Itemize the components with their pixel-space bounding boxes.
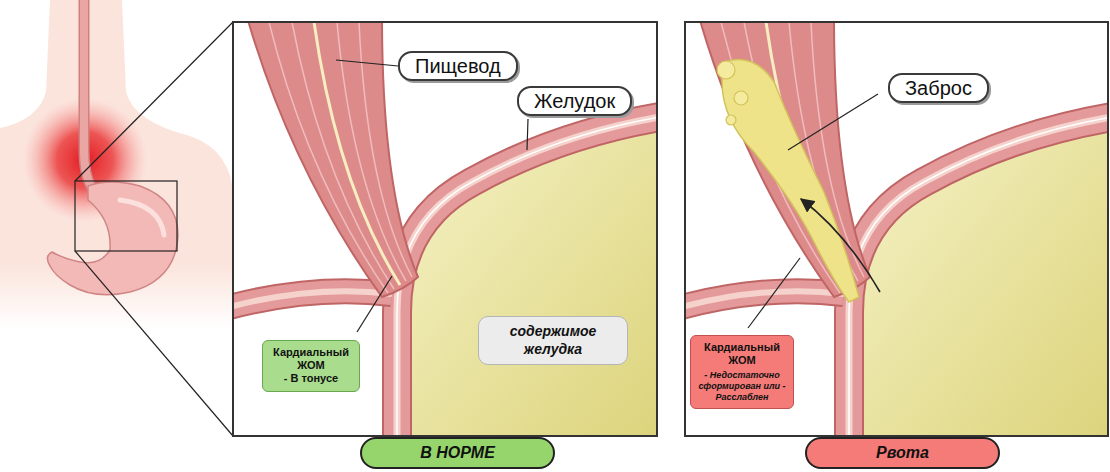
bubble xyxy=(726,115,736,125)
normal-view xyxy=(233,22,657,436)
panel-frame xyxy=(685,22,1108,436)
label-text: Кардиальный ЖОМ xyxy=(695,341,789,367)
part-label: Желудок xyxy=(517,86,632,116)
note-text: - Недостаточно сформирован или - Расслаб… xyxy=(695,370,789,402)
label-text: Рвота xyxy=(817,443,988,463)
label-text: содержимое желудка xyxy=(487,323,619,358)
note-text: - В тонусе xyxy=(267,372,355,385)
panel-caption: В НОРМЕ xyxy=(360,437,555,469)
panel-frame xyxy=(233,22,657,436)
label-text: Заброс xyxy=(905,76,972,100)
leader-line xyxy=(336,60,398,66)
label-text: Желудок xyxy=(534,89,615,113)
junction-anatomy xyxy=(685,22,1108,436)
zoom-line xyxy=(75,251,233,436)
bubble xyxy=(717,61,735,79)
leader-line xyxy=(748,258,800,328)
part-label: Пищевод xyxy=(398,51,518,81)
stomach-highlight xyxy=(120,200,164,235)
leader-line xyxy=(357,276,392,332)
panel-caption: Рвота xyxy=(805,437,1000,469)
zoom-line xyxy=(75,22,233,181)
content-box: содержимое желудка xyxy=(478,316,628,365)
label-text: В НОРМЕ xyxy=(372,443,543,463)
label-text: Пищевод xyxy=(415,54,501,78)
leader-line xyxy=(527,119,528,150)
bubble xyxy=(734,91,748,105)
label-text: Кардиальный ЖОМ xyxy=(267,346,355,372)
stomach-small xyxy=(47,182,178,295)
zoom-frame xyxy=(75,181,177,251)
junction-anatomy xyxy=(233,22,657,436)
reflux-view xyxy=(685,22,1108,436)
status-box: Кардиальный ЖОМ - Недостаточно сформирова… xyxy=(690,335,794,409)
leader-line xyxy=(788,94,878,150)
part-label: Заброс xyxy=(888,73,989,103)
esophagus-small-outline xyxy=(84,0,92,188)
reflux-arrow xyxy=(801,199,880,292)
status-box: Кардиальный ЖОМ- В тонусе xyxy=(262,340,360,392)
reflux-content xyxy=(722,60,859,303)
body-silhouette xyxy=(0,0,234,330)
esophagus-small xyxy=(84,0,92,188)
